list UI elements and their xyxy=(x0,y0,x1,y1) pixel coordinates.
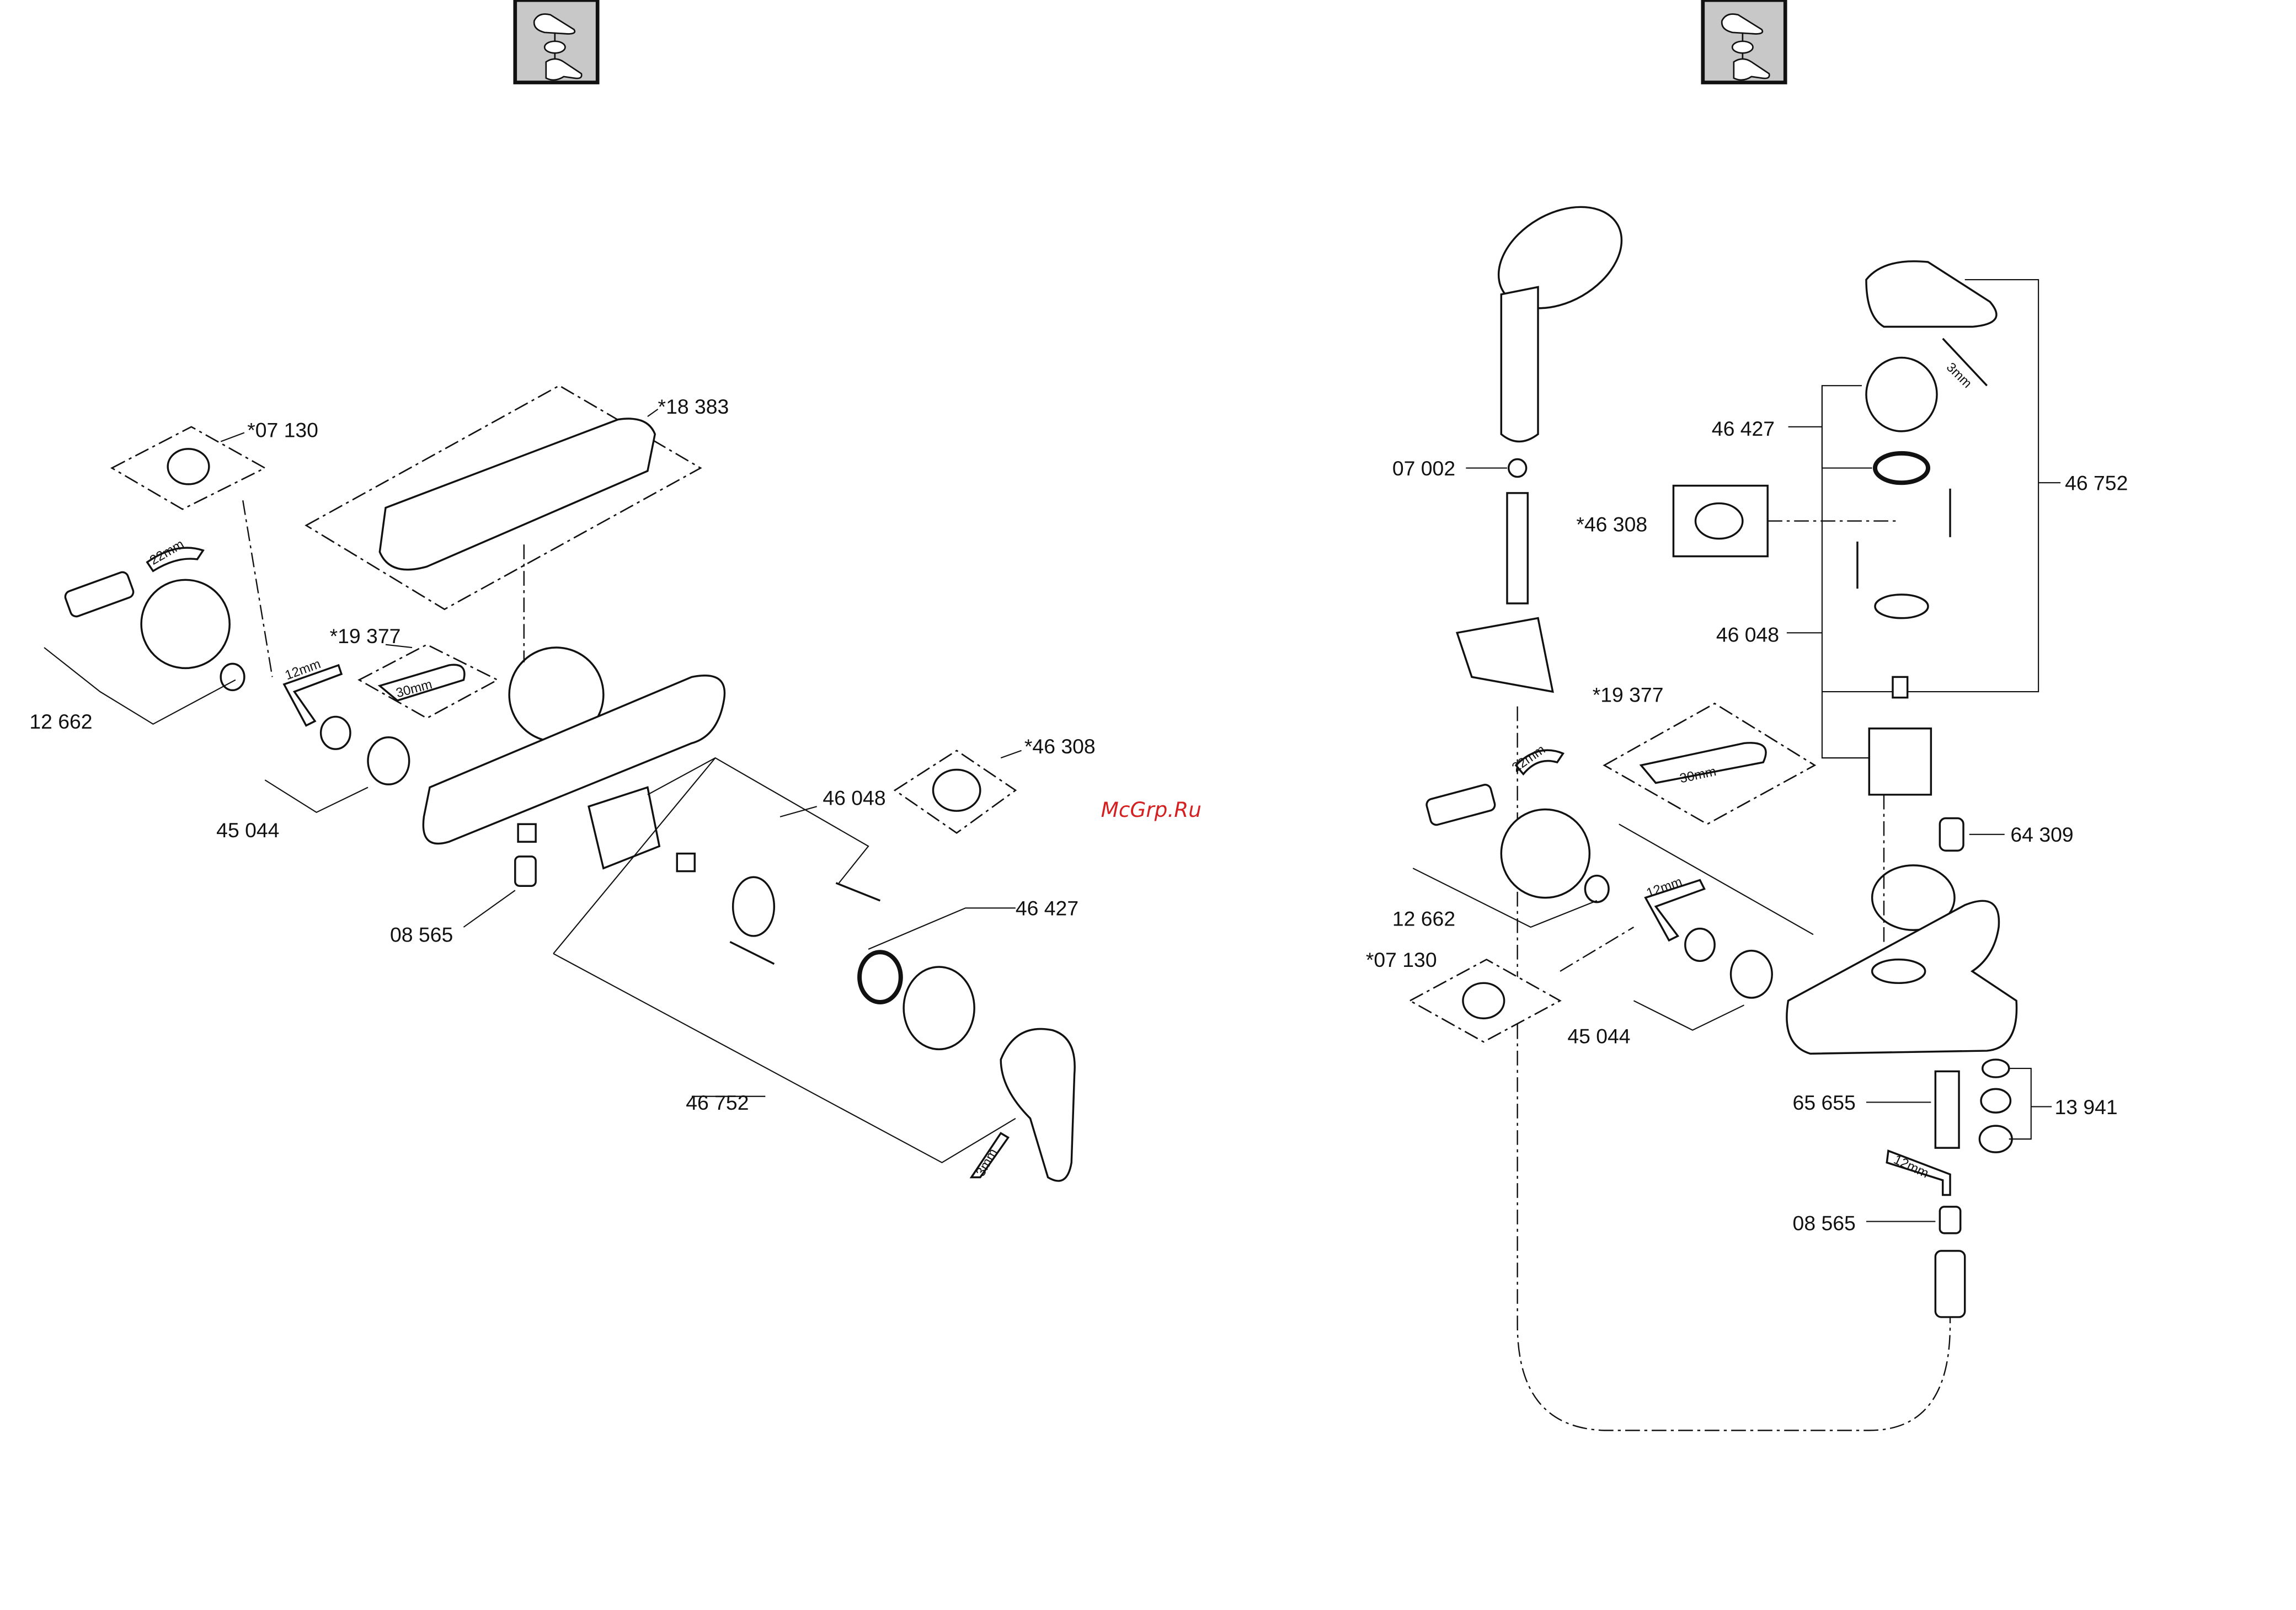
lever-handle-part xyxy=(1000,1028,1076,1182)
aerator-housing xyxy=(1978,1125,2013,1153)
label-08565-right: 08 565 xyxy=(1793,1212,1856,1235)
allen-key-3mm xyxy=(969,1132,1010,1179)
body-top-opening xyxy=(1871,958,1926,985)
hex-key-12mm-b-right xyxy=(1886,1149,1951,1196)
nut-part xyxy=(367,736,410,785)
label-46308-right: *46 308 xyxy=(1576,512,1647,536)
tool-size-3mm: 3mm xyxy=(973,1146,1001,1179)
mixer-body-part xyxy=(422,675,726,845)
tool-size-3mm-right: 3mm xyxy=(1943,360,1975,391)
retaining-ring-part xyxy=(731,876,776,937)
body-outlet xyxy=(517,823,537,843)
rosette-part xyxy=(140,579,231,670)
left-diagram: *18 383 *07 130 22mm 12 662 12mm 30mm *1… xyxy=(29,384,1096,1182)
washer-part xyxy=(220,662,245,692)
label-19377-right: *19 377 xyxy=(1593,683,1664,707)
label-08565: 08 565 xyxy=(390,923,453,946)
watermark: McGrp.Ru xyxy=(1101,798,1202,822)
label-19377: *19 377 xyxy=(330,624,401,648)
handle-disassembly-icon-left xyxy=(515,0,597,82)
label-07130-right: *07 130 xyxy=(1366,948,1437,971)
handle-disassembly-icon-right xyxy=(1703,0,1785,82)
shelf-part xyxy=(378,418,656,571)
label-18383: *18 383 xyxy=(658,395,729,418)
label-46427: 46 427 xyxy=(1016,897,1078,920)
label-07002: 07 002 xyxy=(1392,457,1455,480)
check-valve-right xyxy=(1684,927,1716,962)
wall-bracket-right xyxy=(1871,864,1956,932)
screw-part-2 xyxy=(729,941,775,965)
label-65655: 65 655 xyxy=(1793,1091,1856,1114)
spindle-adapter-part xyxy=(676,852,696,873)
cartridge-part-right xyxy=(1868,728,1932,796)
hex-key-12mm xyxy=(282,664,343,727)
cap-part-right xyxy=(1694,502,1744,540)
s-union-right xyxy=(1425,784,1496,826)
cap-part xyxy=(932,768,981,812)
shower-hose-part xyxy=(1506,492,1529,605)
screw-part xyxy=(835,882,881,902)
adapter-right xyxy=(1462,982,1505,1020)
label-46752: 46 752 xyxy=(686,1091,749,1114)
wrench-22mm xyxy=(146,547,205,573)
label-45044-right: 45 044 xyxy=(1567,1025,1630,1048)
flow-restrictor-right xyxy=(1939,1206,1962,1234)
label-45044: 45 044 xyxy=(216,819,279,842)
plug-part xyxy=(1939,817,1964,852)
label-12662-right: 12 662 xyxy=(1392,907,1455,930)
label-12662: 12 662 xyxy=(29,710,92,733)
lever-handle-part-right xyxy=(1865,260,1998,328)
rosette-right xyxy=(1500,808,1591,899)
wrench-22mm-right xyxy=(1514,749,1565,776)
right-diagram: 07 002 3mm 46 427 *46 308 46 752 46 048 … xyxy=(1366,206,2128,1431)
o-ring-part xyxy=(857,950,903,1005)
aerator-insert xyxy=(1980,1088,2012,1114)
washer-07002 xyxy=(1507,458,1528,478)
aerator-washer xyxy=(1981,1058,2010,1078)
allen-key-3mm-right xyxy=(1942,338,1988,387)
cartridge-part xyxy=(588,786,661,870)
label-46427-right: 46 427 xyxy=(1712,417,1775,440)
wrench-30mm xyxy=(377,664,466,702)
label-64309: 64 309 xyxy=(2010,823,2073,846)
label-46048-right: 46 048 xyxy=(1716,623,1779,646)
adapter-part xyxy=(167,448,210,485)
label-46752-right: 46 752 xyxy=(2065,472,2128,495)
spindle-adapter-right xyxy=(1892,676,1909,699)
hand-shower-handle xyxy=(1500,286,1539,443)
hose-connector-right xyxy=(1934,1250,1966,1318)
o-ring-part-right xyxy=(1872,451,1931,485)
hex-key-12mm-right xyxy=(1644,879,1706,942)
label-46048: 46 048 xyxy=(823,786,885,809)
escutcheon-part-right xyxy=(1865,356,1938,432)
nut-right xyxy=(1729,949,1773,999)
label-13941: 13 941 xyxy=(2054,1095,2117,1119)
label-46308: *46 308 xyxy=(1024,735,1096,758)
tool-size-12mm-b-right: 12mm xyxy=(1891,1152,1931,1181)
retaining-ring-right xyxy=(1874,593,1929,619)
wrench-30mm-right xyxy=(1639,742,1767,784)
washer-right xyxy=(1584,874,1610,903)
diverter-part xyxy=(1934,1070,1960,1149)
hand-shower-head xyxy=(1497,206,1623,309)
check-valve-part xyxy=(319,715,351,750)
flow-restrictor-part xyxy=(514,855,537,887)
label-07130: *07 130 xyxy=(247,419,318,442)
escutcheon-part xyxy=(903,966,975,1051)
shower-holder-part xyxy=(1455,617,1554,693)
s-union-part xyxy=(64,571,135,618)
